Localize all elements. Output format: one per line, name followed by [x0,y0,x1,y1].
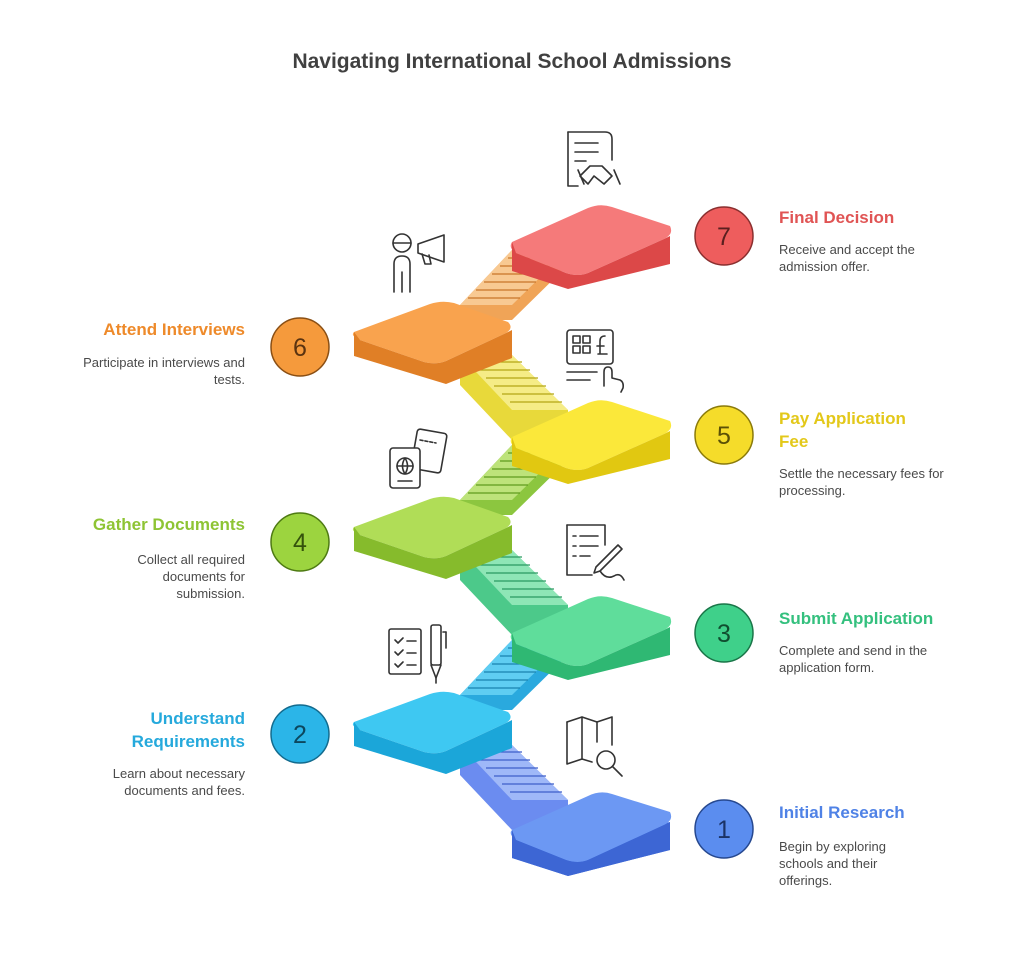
step-4-description: Collect all required documents for submi… [137,552,245,601]
step-2-description: Learn about necessary documents and fees… [112,766,245,798]
payment-terminal-icon [566,329,624,393]
step-7-description: Receive and accept the admission offer. [779,242,915,274]
number-circle-2 [270,704,330,764]
number-circle-4 [270,512,330,572]
stair-flight-5 [460,355,568,440]
number-circle-3 [694,603,754,663]
stair-flight-1 [460,745,568,830]
platform-1 [510,792,672,876]
number-label-7: 7 [717,223,731,251]
step-number-circles: 7 6 5 4 3 2 1 [270,206,754,859]
step-2-title: Understand Requirements [131,709,245,751]
step-6-title: Attend Interviews [103,320,245,339]
step-3-title: Submit Application [779,609,934,628]
step-1-title: Initial Research [779,803,905,822]
stair-flight-3 [460,550,568,635]
number-label-3: 3 [717,620,731,648]
number-label-4: 4 [293,529,307,557]
step-6-description: Participate in interviews and tests. [83,355,245,387]
page-title: Navigating International School Admissio… [292,50,732,73]
number-circle-5 [694,405,754,465]
number-circle-7 [694,206,754,266]
step-5-title: Pay Application Fee [779,409,906,451]
form-writing-icon [566,524,625,581]
person-megaphone-icon [392,233,445,293]
step-5-description: Settle the necessary fees for processing… [779,466,944,498]
number-circle-1 [694,799,754,859]
platform-6 [352,301,512,384]
passport-ticket-icon [389,428,448,489]
checklist-pen-icon [388,624,447,684]
platform-7 [510,205,672,289]
number-label-1: 1 [717,816,731,844]
platform-5 [510,400,672,484]
step-7-title: Final Decision [779,208,895,227]
map-search-icon [566,716,623,777]
platform-2 [352,691,512,774]
number-label-5: 5 [717,422,731,450]
number-circle-6 [270,317,330,377]
step-4-title: Gather Documents [92,515,245,534]
platform-3 [510,596,672,680]
contract-handshake-icon [567,131,621,187]
step-3-description: Complete and send in the application for… [779,643,928,675]
number-label-2: 2 [293,721,307,749]
number-label-6: 6 [293,334,307,362]
step-1-description: Begin by exploring schools and their off… [779,839,886,888]
platform-4 [352,496,512,579]
